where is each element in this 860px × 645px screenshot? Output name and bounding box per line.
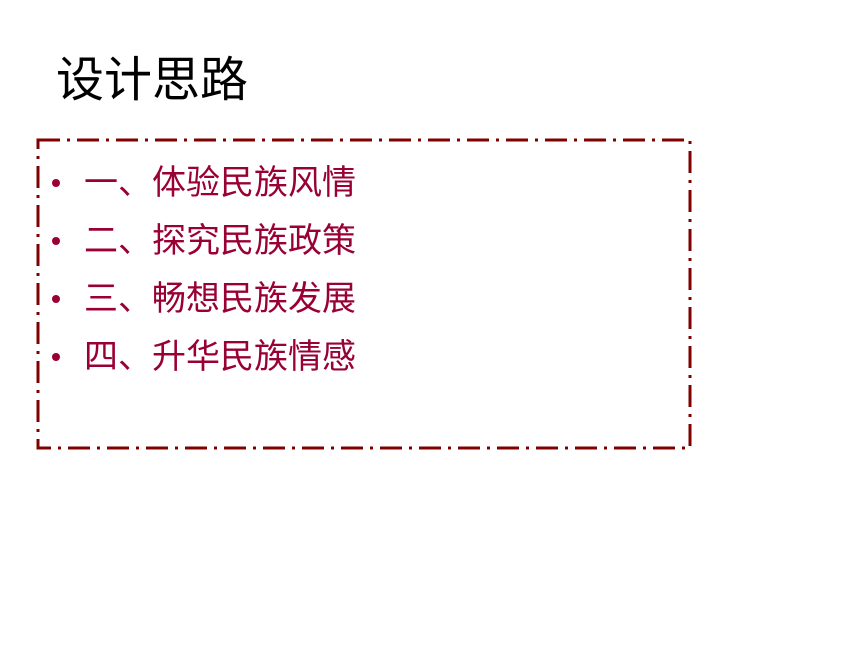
bullet-item: 四、升华民族情感 xyxy=(52,328,356,386)
bullet-dot-icon xyxy=(52,353,60,361)
bullet-item: 二、探究民族政策 xyxy=(52,212,356,270)
slide-title: 设计思路 xyxy=(56,52,249,108)
content-frame: 一、体验民族风情 二、探究民族政策 三、畅想民族发展 四、升华民族情感 xyxy=(36,138,692,450)
bullet-text: 四、升华民族情感 xyxy=(84,337,356,377)
bullet-dot-icon xyxy=(52,237,60,245)
dash-dot-border xyxy=(36,138,692,450)
bullet-item: 一、体验民族风情 xyxy=(52,154,356,212)
bullet-item: 三、畅想民族发展 xyxy=(52,270,356,328)
bullet-text: 一、体验民族风情 xyxy=(84,163,356,203)
bullet-list: 一、体验民族风情 二、探究民族政策 三、畅想民族发展 四、升华民族情感 xyxy=(52,154,356,386)
bullet-dot-icon xyxy=(52,179,60,187)
bullet-dot-icon xyxy=(52,295,60,303)
bullet-text: 二、探究民族政策 xyxy=(84,221,356,261)
bullet-text: 三、畅想民族发展 xyxy=(84,279,356,319)
